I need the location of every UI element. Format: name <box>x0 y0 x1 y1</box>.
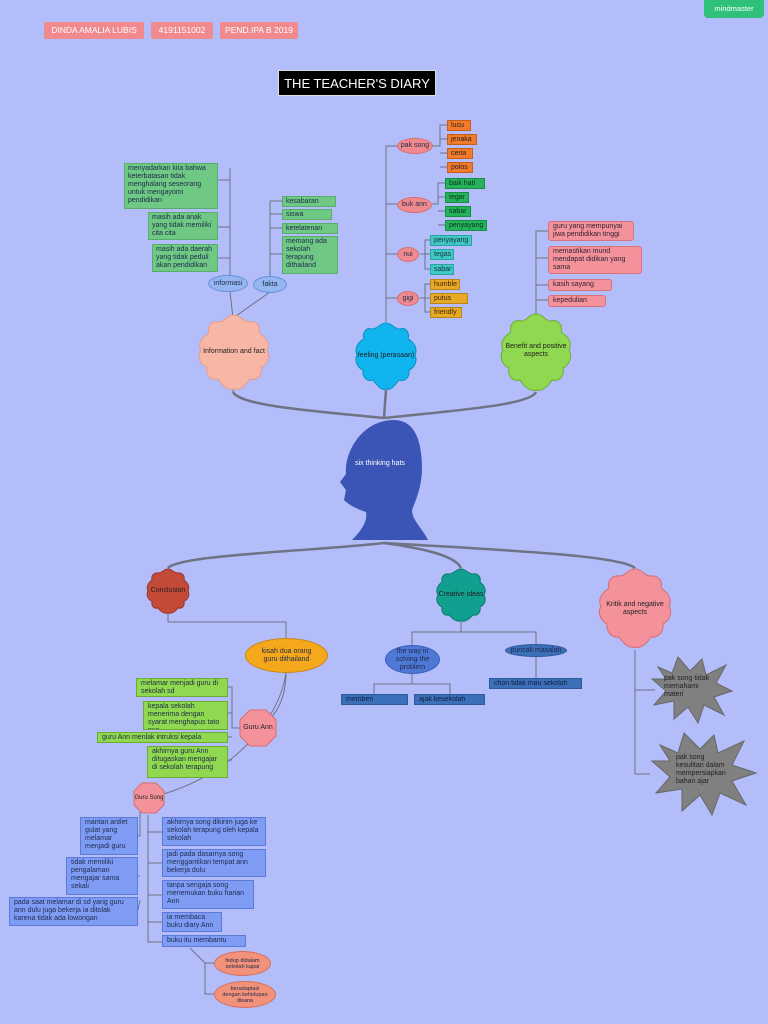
guru-ann-node[interactable] <box>239 709 277 747</box>
kritik-item: pak song kesulitan dalam mempersiapkan b… <box>676 754 726 785</box>
buk-ann-trait: sabar <box>445 206 471 217</box>
buk-ann-trait: baik hati <box>445 178 485 189</box>
benefit-item: memastikan murid mendapat didikan yang s… <box>548 246 642 274</box>
gigi-trait: friendly <box>430 307 462 318</box>
gigi-node[interactable]: gigi <box>397 291 419 306</box>
conclusion-label: Conclusion <box>150 587 186 594</box>
feeling-label: feeling (perasaan) <box>357 352 415 359</box>
song-left-item: mantan antlet gulat yang melamar menjadi… <box>80 817 138 855</box>
feeling-node[interactable] <box>352 321 420 393</box>
informasi-node[interactable]: informasi <box>208 275 248 292</box>
informasi-item: masih ada anak yang tidak memiliki cita … <box>148 212 218 240</box>
guru-song-label: Guru Song <box>134 795 164 801</box>
header-nim: 4191151002 <box>151 22 213 39</box>
song-left-item: tidak memiliki pengalaman mengajar sama … <box>66 857 138 895</box>
buk-ann-node[interactable]: buk ann <box>397 197 432 213</box>
pak-song-node[interactable]: pak song <box>397 138 433 154</box>
nui-trait: sabar <box>430 264 454 275</box>
kritik-item-shape <box>650 656 734 725</box>
song-right-item: buku itu membantu song <box>162 935 246 947</box>
page-title: THE TEACHER'S DIARY <box>278 70 436 96</box>
puncak-item: chon tidak mau sekolah lagi <box>489 678 582 689</box>
way-node[interactable]: the way in solving the problem <box>385 645 440 674</box>
ann-item: melamar menjadi guru di sekolah sd <box>136 678 228 697</box>
fakta-item: kesabaran guru <box>282 196 336 207</box>
song-right-item: tanpa sengaja song menemukan buku harian… <box>162 880 254 909</box>
song-right-item: jadi pada dasarnya song menggantikan tem… <box>162 849 266 877</box>
mindmaster-logo: mindmaster <box>704 0 764 18</box>
guru-ann-label: Guru Ann <box>243 724 273 731</box>
puncak-node[interactable]: puncak masalah <box>505 644 567 657</box>
creative-node[interactable] <box>434 567 488 623</box>
song-right-item: akhirnya song dikirim juga ke sekolah te… <box>162 817 266 846</box>
benefit-item: guru yang mempunyai jiwa pendidikan ting… <box>548 221 634 241</box>
song-left-item: pada saat melamar di sd yang guru ann du… <box>9 897 138 926</box>
nui-trait: tegas <box>430 249 454 260</box>
kritik-label: Kritik and negative aspects <box>606 601 664 616</box>
buku-item: hidup didalam sekolah kapal <box>214 951 271 976</box>
gigi-trait: humble <box>430 279 460 290</box>
pak-song-trait: jenaka <box>447 134 477 145</box>
ann-item: guru Ann menlak intruksi kepala sekolah <box>97 732 228 743</box>
fakta-node[interactable]: fakta <box>253 276 287 293</box>
guru-song-node[interactable] <box>133 782 165 814</box>
kritik-item-shape <box>650 732 758 817</box>
pak-song-trait: polos <box>447 162 473 173</box>
way-item: memberi semangat <box>341 694 408 705</box>
song-right-item: ia membaca buku diary Ann <box>162 912 222 932</box>
information-label: Information and fact <box>203 348 265 355</box>
nui-trait: penyayang <box>430 235 472 246</box>
pak-song-trait: lucu <box>447 120 471 131</box>
benefit-item: kepedulian guru <box>548 295 606 307</box>
way-item: ajak kesekolah layak <box>414 694 485 705</box>
header-name: DINDA AMALIA LUBIS <box>44 22 144 39</box>
pak-song-trait: ceria <box>447 148 473 159</box>
benefit-node[interactable] <box>497 312 575 394</box>
buku-item: beradaptasi dengan kehidupan disana <box>214 981 276 1008</box>
conclusion-node[interactable] <box>145 567 191 615</box>
buk-ann-trait: tegar <box>445 192 469 203</box>
ann-item: kepala sekolah menerima dengan syarat me… <box>143 701 228 730</box>
header-class: PEND.IPA B 2019 <box>220 22 298 39</box>
fakta-item: memang ada sekolah terapung dithailand <box>282 236 338 274</box>
fakta-item: siswa berhasil <box>282 209 332 220</box>
kritik-node[interactable] <box>595 567 675 651</box>
nui-node[interactable]: nui <box>397 247 419 262</box>
benefit-label: Benefit and positive aspects <box>505 343 567 358</box>
buk-ann-trait: penyayang <box>445 220 487 231</box>
informasi-item: masih ada daerah yang tidak peduli akan … <box>152 244 218 272</box>
fakta-item: ketelatenan guru <box>282 223 338 234</box>
informasi-item: menyadarkan kita bahwa keterbatasan tida… <box>124 163 218 209</box>
head-silhouette-icon <box>340 420 428 540</box>
information-node[interactable] <box>195 313 273 393</box>
gigi-trait: putus asa <box>430 293 468 304</box>
benefit-item: kasih sayang guru <box>548 279 612 291</box>
kritik-item: pak song tidak memahami materi <box>664 675 710 698</box>
ann-item: akhirnya guru Ann ditugaskan mengajar di… <box>147 746 228 778</box>
creative-label: Creative ideas <box>438 591 484 598</box>
kisah-node[interactable]: kisah dua orang guru dithailand <box>245 638 328 673</box>
center-label: six thinking hats <box>355 460 405 467</box>
